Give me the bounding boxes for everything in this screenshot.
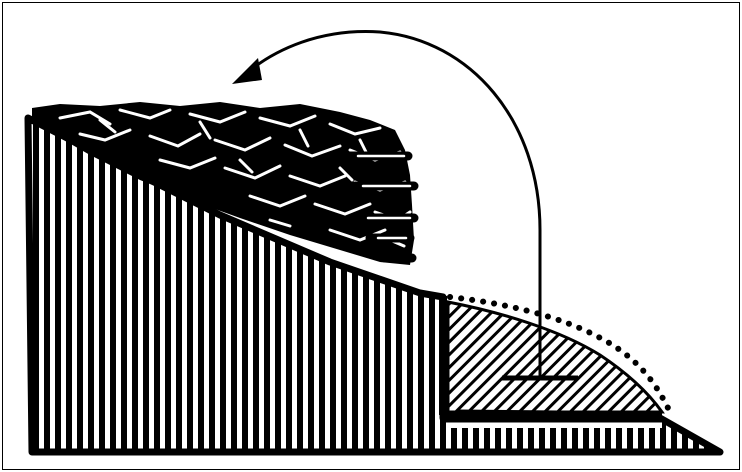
dotted-original-profile: [447, 294, 671, 411]
vegetation-debris: [32, 102, 419, 265]
hatched-fill-area: [445, 300, 665, 417]
curved-transfer-arrow: [232, 30, 578, 381]
